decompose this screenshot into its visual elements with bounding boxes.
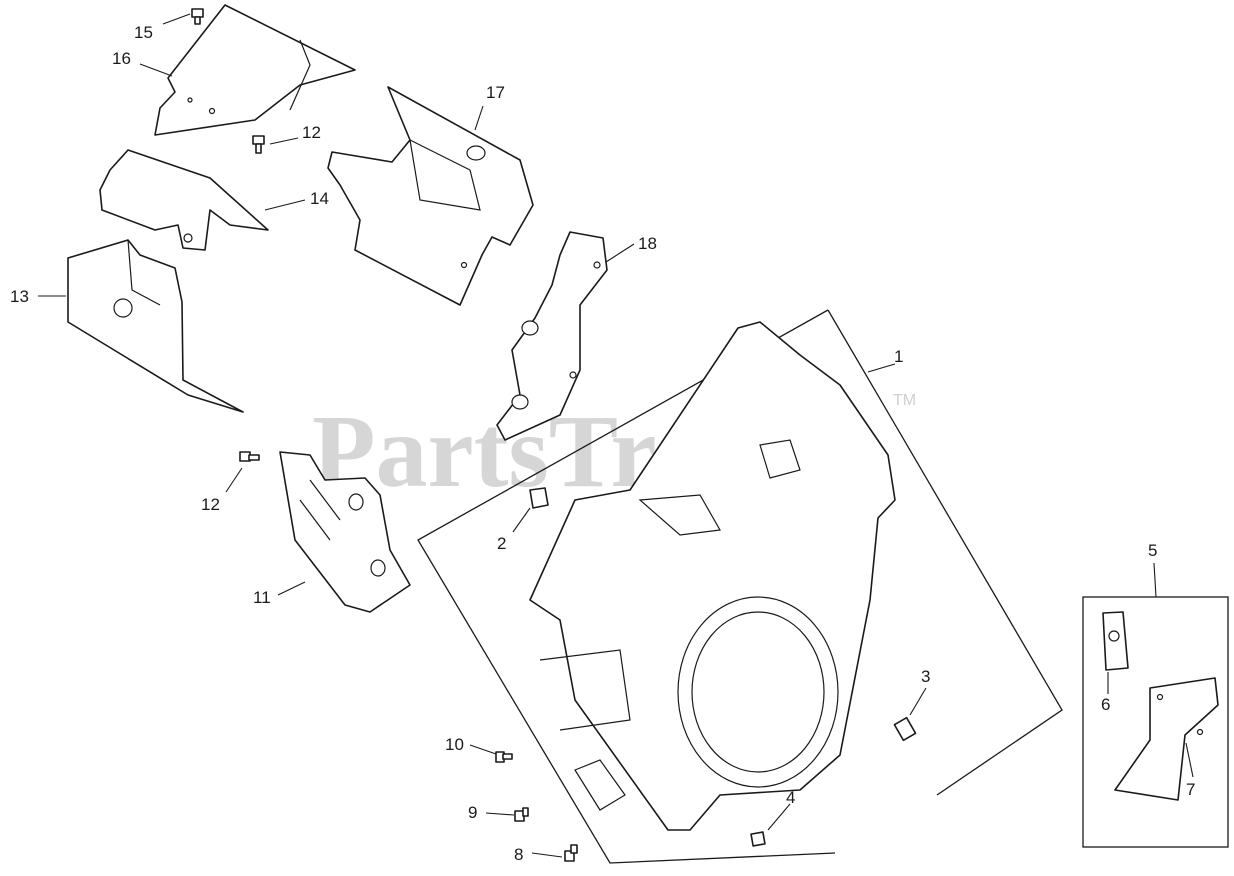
callout-14: 14 [310,189,329,208]
callout-4: 4 [786,788,795,807]
callout-12-lower: 12 [201,495,220,514]
callout-13: 13 [10,287,29,306]
callout-6: 6 [1101,695,1110,714]
callout-7: 7 [1186,780,1195,799]
part-15-screw [191,8,204,25]
part-8-screw [564,844,578,862]
callout-3: 3 [921,667,930,686]
part-16-upper-shield [154,4,356,136]
part-7-gasket [1114,677,1219,801]
part-4-clip-nut [750,831,766,847]
callout-8: 8 [514,845,523,864]
part-6-clip [1102,611,1129,671]
callout-12-upper: 12 [302,123,321,142]
watermark-trademark: TM [893,392,916,409]
callout-17: 17 [486,83,505,102]
leader-lines [38,13,1194,858]
part-12-screw-lower [239,451,260,462]
part-9-screw [514,807,529,822]
part-12-screw-upper [252,135,265,154]
callout-18: 18 [638,234,657,253]
callout-11: 11 [253,588,271,607]
callout-1: 1 [894,347,903,366]
callout-15: 15 [134,23,153,42]
callout-10: 10 [445,735,464,754]
part-13-side-shield [67,239,244,413]
callout-16: 16 [112,49,131,68]
callout-2: 2 [497,534,506,553]
part-3-spring-nut [893,716,917,742]
part-14-bracket [99,149,269,251]
part-11-lower-shield [279,451,411,613]
assembly-boundary [827,309,1063,796]
callout-5: 5 [1148,541,1157,560]
callout-9: 9 [468,803,477,822]
callout-labels: 15 16 12 14 17 18 13 1 12 11 2 3 4 10 9 … [10,23,1195,864]
part-17-shroud [327,86,534,306]
assembly-boundary-left [417,309,836,864]
part-2-clip [529,487,549,509]
part-10-screw [495,751,513,763]
part-18-support-bracket [496,231,608,441]
part-1-blower-housing [529,321,896,831]
